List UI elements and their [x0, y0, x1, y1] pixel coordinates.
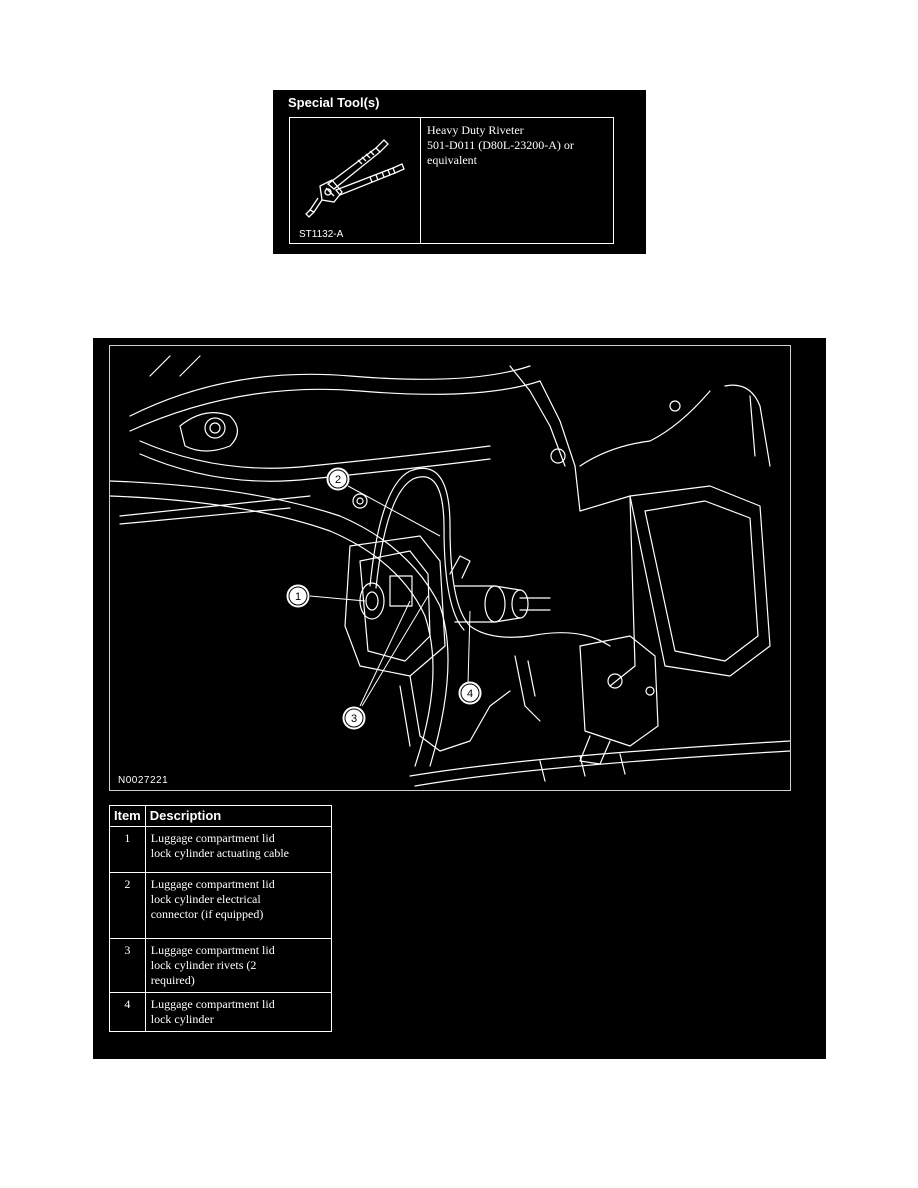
callout-4-label: 4 — [467, 688, 473, 700]
figure-code: N0027221 — [118, 775, 169, 786]
legend-item-number: 1 — [109, 826, 146, 873]
special-tools-box: Special Tool(s) ST1132-A — [273, 90, 646, 254]
diagram-panel: 1 2 3 4 N0027221 Item Descrip — [93, 338, 826, 1059]
callout-3: 3 — [342, 706, 366, 730]
legend-row: 3 Luggage compartment lid lock cylinder … — [109, 938, 333, 993]
legend-item-description: Luggage compartment lid lock cylinder ri… — [144, 938, 333, 993]
tool-table-divider — [420, 118, 421, 243]
callout-1: 1 — [286, 584, 310, 608]
legend-desc-line: connector (if equipped) — [150, 907, 264, 921]
legend-item-number: 3 — [109, 938, 146, 993]
legend-item-number: 2 — [109, 872, 146, 939]
legend-desc-line: lock cylinder actuating cable — [150, 846, 290, 860]
legend-header-description: Description — [144, 805, 333, 827]
legend-header-item: Item — [109, 805, 146, 827]
callout-3-leader-a — [359, 600, 411, 707]
legend-item-description: Luggage compartment lid lock cylinder — [144, 992, 333, 1032]
legend-table: Item Description 1 Luggage compartment l… — [109, 805, 333, 1032]
tool-desc-line: Heavy Duty Riveter — [427, 123, 524, 137]
special-tools-heading: Special Tool(s) — [288, 95, 380, 110]
legend-desc-line: lock cylinder electrical — [150, 892, 261, 906]
legend-desc-line: Luggage compartment lid — [150, 997, 275, 1011]
legend-desc-line: required) — [150, 973, 195, 987]
legend-item-description: Luggage compartment lid lock cylinder ac… — [144, 826, 333, 873]
legend-row: 4 Luggage compartment lid lock cylinder — [109, 992, 333, 1032]
legend-row: 1 Luggage compartment lid lock cylinder … — [109, 826, 333, 873]
legend-item-number: 4 — [109, 992, 146, 1032]
callout-3-label: 3 — [351, 713, 357, 725]
diagram-frame: 1 2 3 4 N0027221 — [109, 345, 791, 791]
legend-row: 2 Luggage compartment lid lock cylinder … — [109, 872, 333, 939]
tool-description: Heavy Duty Riveter 501-D011 (D80L-23200-… — [427, 123, 607, 168]
tool-desc-line: 501-D011 (D80L-23200-A) or — [427, 138, 574, 152]
tool-code: ST1132-A — [299, 229, 344, 240]
riveter-tool-illustration — [305, 139, 405, 218]
legend-desc-line: lock cylinder — [150, 1012, 214, 1026]
legend-desc-line: Luggage compartment lid — [150, 877, 275, 891]
callout-2-leader — [347, 485, 441, 537]
callout-4-leader — [467, 610, 471, 685]
callout-2: 2 — [326, 467, 350, 491]
callout-1-leader — [309, 595, 366, 602]
special-tools-table: ST1132-A Heavy Duty Riveter 501-D011 (D8… — [289, 117, 614, 244]
callout-4: 4 — [458, 681, 482, 705]
legend-header-row: Item Description — [109, 805, 333, 827]
tool-desc-line: equivalent — [427, 153, 477, 167]
legend-item-description: Luggage compartment lid lock cylinder el… — [144, 872, 333, 939]
legend-desc-line: Luggage compartment lid — [150, 831, 275, 845]
callout-2-label: 2 — [335, 474, 341, 486]
legend-desc-line: lock cylinder rivets (2 — [150, 958, 257, 972]
callout-1-label: 1 — [295, 591, 301, 603]
lock-cylinder-diagram: 1 2 3 4 — [110, 355, 790, 787]
legend-desc-line: Luggage compartment lid — [150, 943, 275, 957]
callout-3-leader-b — [361, 595, 429, 707]
